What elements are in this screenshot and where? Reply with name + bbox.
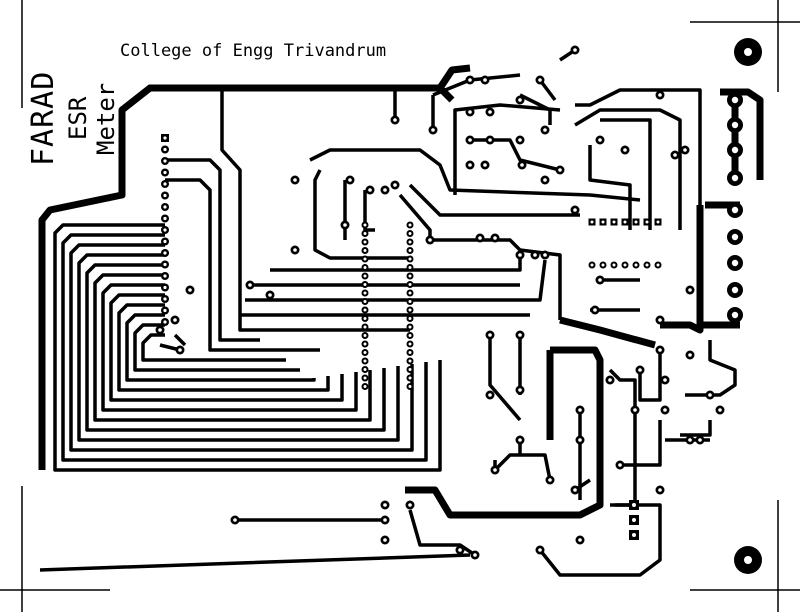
bus-trace [117,303,330,392]
bus-trace [133,323,300,372]
title-esr: ESR [64,96,92,140]
institution-label: College of Engg Trivandrum [120,41,387,61]
bus-trace [77,253,400,442]
bus-trace [125,313,316,382]
bus-trace [93,273,372,422]
bus-trace [101,283,358,412]
title-farad: FARAD [26,70,61,166]
mounting-holes [734,38,762,574]
bus-trace [61,233,428,462]
title-meter: Meter [92,82,120,155]
data-bus-traces [53,223,442,472]
bus-trace [109,293,344,402]
power-traces [38,64,764,519]
bus-trace [141,333,286,362]
bus-trace [69,243,414,452]
signal-traces [39,48,737,577]
component-pads [155,45,743,560]
bus-trace [53,223,442,472]
bus-trace [85,263,386,432]
